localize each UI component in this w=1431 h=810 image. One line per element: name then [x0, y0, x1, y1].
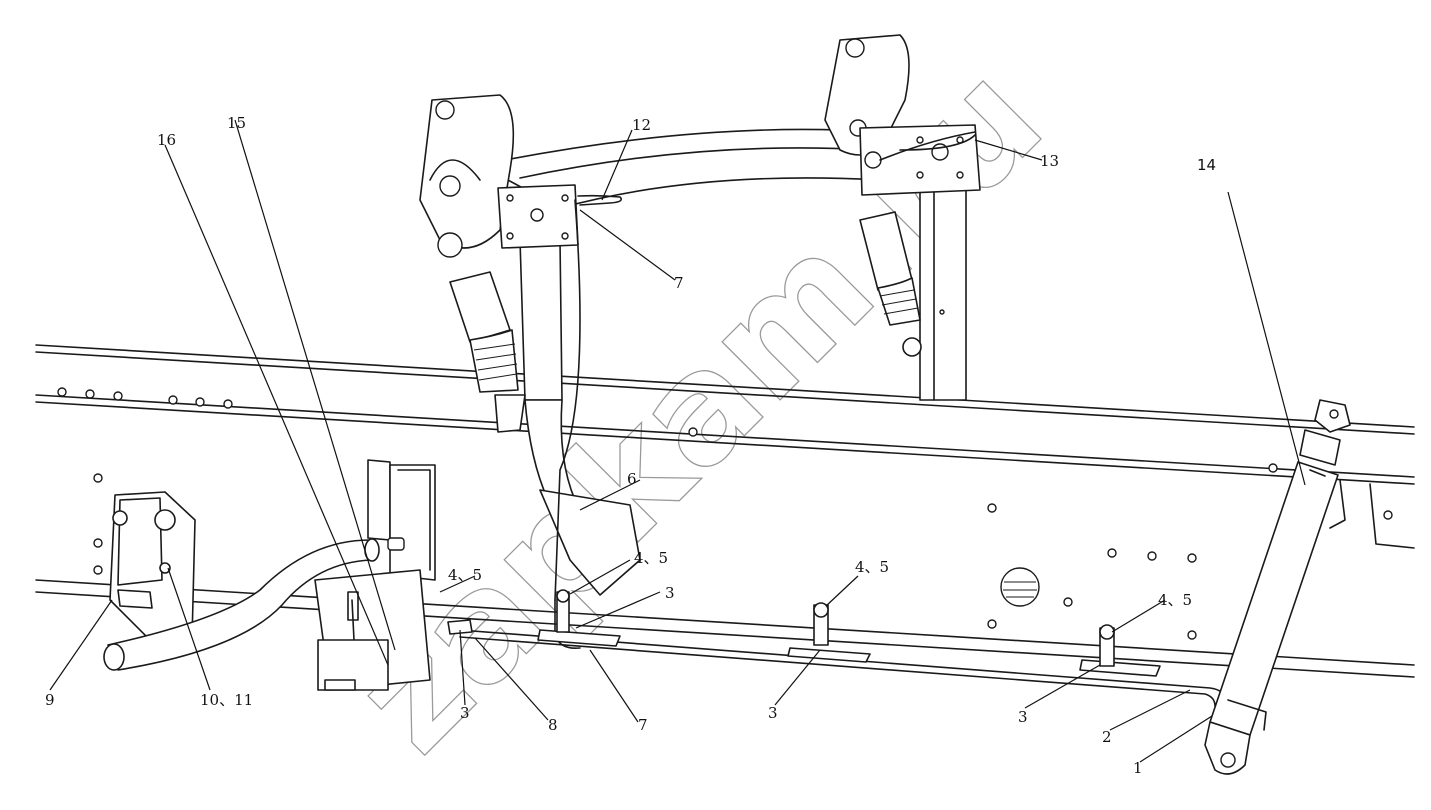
callout-4-5-d: 4、5 — [1158, 591, 1192, 609]
callout-3-right: 3 — [1018, 708, 1028, 726]
callout-3-center: 3 — [665, 584, 675, 602]
rail-holes — [57, 387, 1393, 640]
pipe-clamps — [447, 589, 1161, 677]
callout-7-lower: 7 — [638, 716, 648, 734]
frame-rail — [35, 344, 1415, 678]
callout-8: 8 — [548, 716, 558, 734]
center-bracket-tower — [314, 459, 436, 691]
callout-4-5-c: 4、5 — [855, 558, 889, 576]
transverse-pipe — [103, 538, 380, 671]
callout-4-5-a: 4、5 — [448, 566, 482, 584]
right-cab-mount — [824, 34, 981, 357]
left-bracket-assembly — [109, 491, 196, 641]
right-support-column — [919, 189, 967, 401]
callout-4-5-b: 4、5 — [634, 549, 668, 567]
callout-16: 16 — [157, 131, 176, 149]
callout-3-left: 3 — [460, 704, 470, 722]
callout-12: 12 — [632, 116, 651, 134]
callout-13: 13 — [1040, 152, 1059, 170]
tilt-cylinder — [1204, 399, 1351, 775]
left-mount-plate — [497, 184, 623, 249]
callout-7-upper: 7 — [674, 274, 684, 292]
callout-9: 9 — [45, 691, 55, 709]
callout-2: 2 — [1102, 728, 1112, 746]
callout-3-mid: 3 — [768, 704, 778, 722]
callout-14: 14 — [1197, 156, 1216, 174]
callout-labels: 1 2 3 3 3 3 4、5 4、5 4、5 4、5 6 7 7 8 9 10… — [45, 114, 1216, 777]
callout-6: 6 — [627, 470, 637, 488]
callout-1: 1 — [1133, 759, 1143, 777]
leader-lines — [49, 119, 1306, 763]
left-cab-mount — [419, 94, 519, 393]
callout-15: 15 — [227, 114, 246, 132]
callout-10-11: 10、11 — [200, 691, 253, 709]
